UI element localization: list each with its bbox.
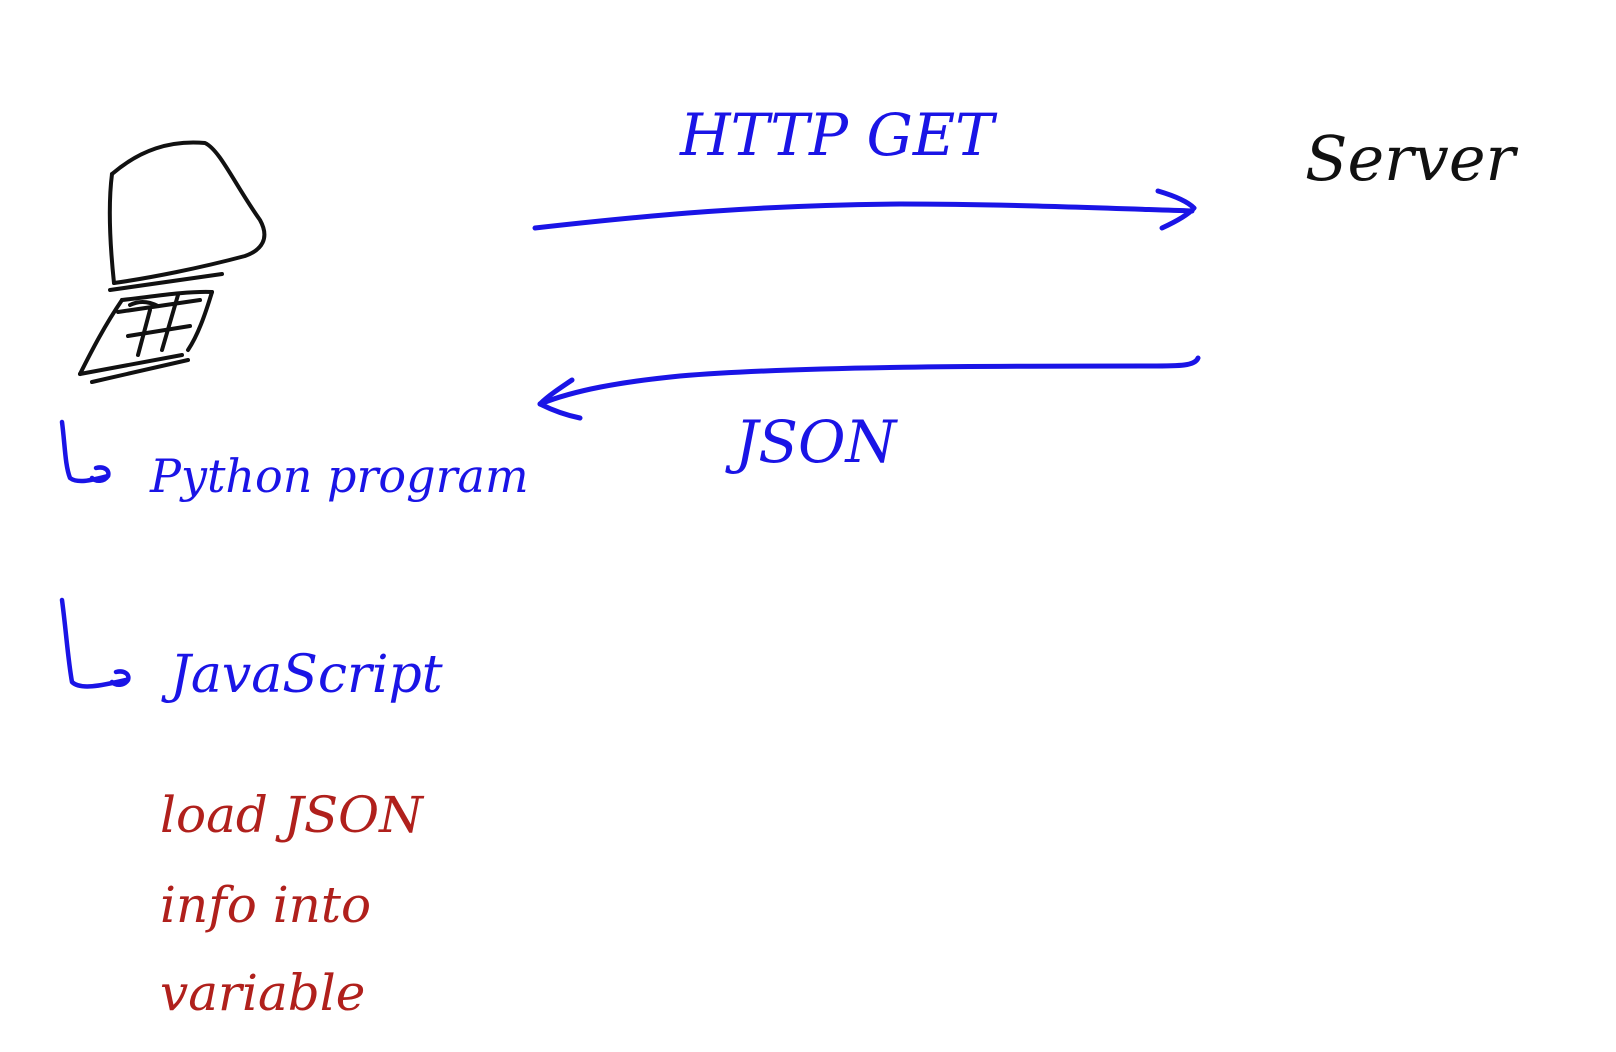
response-label: JSON — [725, 408, 899, 476]
server-label: Server — [1305, 122, 1519, 195]
javascript-bullet-hook — [59, 597, 131, 689]
request-label: HTTP GET — [679, 101, 998, 169]
request-arrow — [532, 188, 1197, 231]
response-arrow — [537, 355, 1201, 421]
annotation-line-1: load JSON — [160, 786, 425, 844]
annotation-line-3: variable — [160, 964, 365, 1022]
laptop-icon — [78, 140, 267, 384]
python-bullet-hook — [59, 419, 111, 484]
javascript-note: JavaScript — [161, 645, 443, 705]
annotation-line-2: info into — [160, 876, 371, 934]
python-note: Python program — [149, 449, 529, 503]
